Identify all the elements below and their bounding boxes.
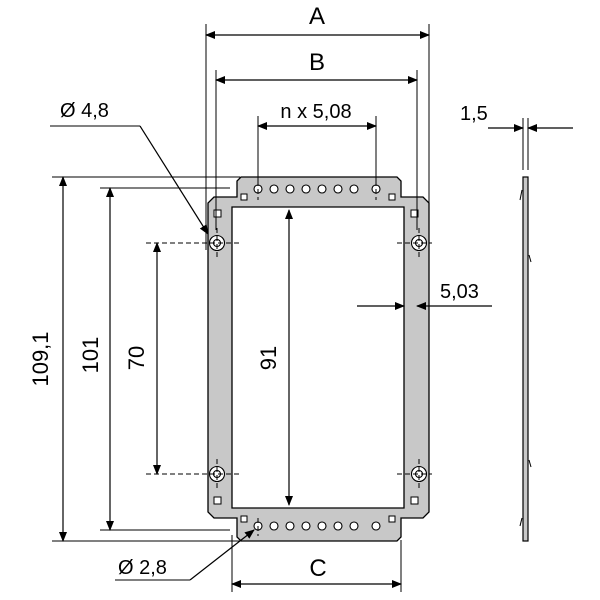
height-91-label: 91 [256,346,281,370]
height-101-label: 101 [78,337,103,374]
dimension-height-total: 109,1 [28,176,240,542]
dimension-b-label: B [309,49,325,76]
height-70-label: 70 [124,346,149,370]
dimension-height-101: 101 [78,187,230,531]
height-total-label: 109,1 [28,331,53,386]
dimension-a-label: A [309,3,325,30]
center-marks [146,181,432,536]
large-holes [208,234,428,483]
dimension-c: C [231,535,402,592]
dimension-pitch: n x 5,08 [257,101,377,182]
thickness-label: 1,5 [460,103,488,125]
dimension-a: A [205,3,430,250]
frame-outline [207,176,430,542]
side-view: 1,5 [460,103,573,542]
dimension-c-label: C [309,555,326,582]
dimension-frame-width: 5,03 [357,281,492,310]
bottom-hole-row [253,521,381,531]
small-hole-diameter-label: Ø 2,8 [118,557,167,579]
small-hole-callout: Ø 2,8 [115,529,255,581]
large-hole-callout: Ø 4,8 [50,100,209,235]
pitch-label: n x 5,08 [280,101,351,123]
dimension-b: B [215,49,418,230]
mounting-squares [213,193,419,523]
dimension-height-70: 70 [124,242,161,475]
dimension-height-91: 91 [256,209,293,506]
frame-width-label: 5,03 [440,281,479,303]
top-hole-row [253,184,381,194]
large-hole-diameter-label: Ø 4,8 [60,100,109,122]
